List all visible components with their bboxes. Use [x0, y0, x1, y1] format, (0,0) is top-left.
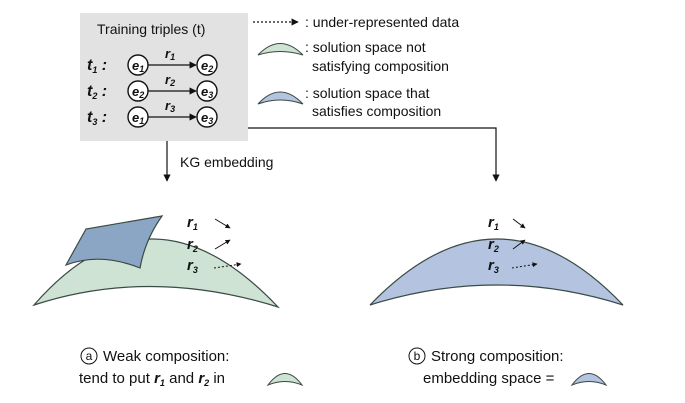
- legend-blue-swatch: [257, 91, 304, 105]
- entity-label: e3: [201, 84, 213, 100]
- panel-a-relation-r2: r2: [187, 236, 198, 254]
- legend-green-swatch: [257, 43, 304, 56]
- panel-a-relation-r1: r1: [187, 214, 198, 232]
- blue-solution-space: [369, 238, 624, 306]
- entity-label: e2: [132, 84, 144, 100]
- entity-label: e2: [201, 58, 213, 74]
- triple-label: t3 :: [87, 109, 107, 127]
- caption-b-marker: b: [414, 349, 421, 363]
- panel-b-relation-r3: r3: [488, 257, 499, 275]
- caption-b-marker-circle: [408, 347, 426, 365]
- triple-label: t1 :: [87, 57, 107, 75]
- relation-label: r3: [165, 98, 175, 114]
- entity-node: [196, 80, 218, 102]
- r3-vector-arrow: [511, 262, 538, 269]
- caption-a-line2: tend to put r1 and r2 in: [79, 370, 225, 388]
- caption-b: b Strong composition: embedding space =: [408, 347, 608, 387]
- legend-green-text-2: satisfying composition: [312, 58, 449, 74]
- caption-a-marker-circle: [80, 347, 98, 365]
- triple-row-1: t1 : e1 r1 e2: [87, 46, 218, 76]
- legend-blue-text-2: satisfies composition: [312, 103, 441, 119]
- r2-vector-arrow: [512, 239, 526, 250]
- blue-subregion: [64, 215, 164, 269]
- panel-a-surface: r1 r2 r3: [32, 214, 281, 309]
- caption-a-line1: Weak composition:: [103, 348, 229, 365]
- green-solution-space: [32, 238, 281, 309]
- relation-label: r2: [165, 72, 175, 88]
- r2-vector-arrow: [214, 239, 231, 250]
- relation-label: r1: [165, 46, 175, 62]
- strong-path-arrow: [248, 127, 500, 182]
- kg-embedding-label: KG embedding: [180, 154, 273, 170]
- panel-b-relation-r2: r2: [488, 236, 499, 254]
- caption-b-blue-swatch: [570, 373, 608, 387]
- triples-box-title: Training triples (t): [97, 21, 205, 37]
- triple-row-3: t3 : e1 r3 e3: [87, 98, 218, 128]
- entity-label: e1: [132, 58, 144, 74]
- triple-row-2: t2 : e2 r2 e3: [87, 72, 218, 102]
- legend: : under-represented data : solution spac…: [253, 14, 459, 119]
- triples-box-background: [80, 13, 248, 141]
- caption-a-marker: a: [86, 349, 93, 363]
- triple-label: t2 :: [87, 83, 107, 101]
- caption-a: a Weak composition: tend to put r1 and r…: [79, 347, 304, 388]
- legend-blue-text-1: : solution space that: [305, 85, 430, 101]
- r1-vector-arrow: [214, 218, 231, 229]
- entity-label: e1: [132, 110, 144, 126]
- legend-green-text-1: : solution space not: [305, 39, 426, 55]
- panel-b-surface: r1 r2 r3: [369, 214, 624, 306]
- r1-vector-arrow: [512, 218, 526, 229]
- caption-a-green-swatch: [266, 373, 304, 387]
- entity-node: [196, 54, 218, 76]
- r3-vector-arrow: [213, 262, 242, 269]
- caption-b-line2: embedding space =: [423, 370, 555, 387]
- caption-b-line1: Strong composition:: [431, 348, 564, 365]
- entity-node: [196, 106, 218, 128]
- entity-label: e3: [201, 110, 213, 126]
- panel-a-relation-r3: r3: [187, 257, 198, 275]
- legend-dashed-text: : under-represented data: [305, 14, 459, 30]
- training-triples-box: Training triples (t) t1 : e1 r1 e2 t2 : …: [80, 13, 248, 141]
- panel-b-relation-r1: r1: [488, 214, 499, 232]
